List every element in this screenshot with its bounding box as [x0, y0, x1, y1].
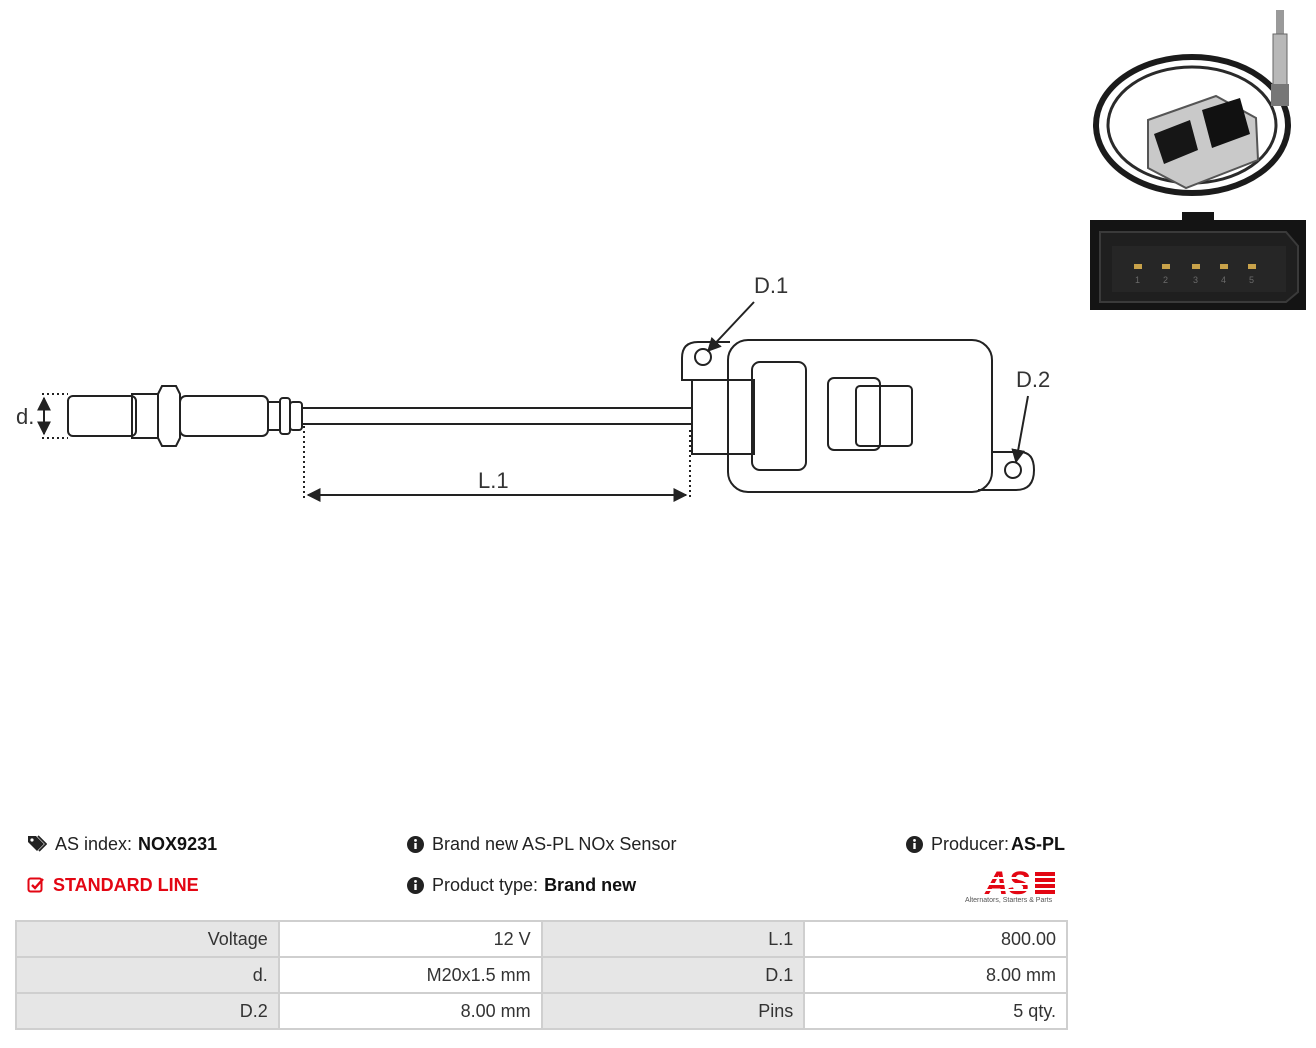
as-pl-logo: AS Alternators, Starters & Parts: [965, 865, 1069, 906]
dim-label-d1: D.1: [754, 273, 788, 298]
check-square-icon: [27, 877, 44, 893]
dim-label-d2: D.2: [1016, 367, 1050, 392]
product-type-value: Brand new: [544, 875, 637, 895]
pin-number-2: 2: [1163, 275, 1168, 285]
spec-key: D.2: [15, 992, 280, 1030]
logo-subtitle: Alternators, Starters & Parts: [965, 897, 1053, 904]
dim-label-d: d.: [16, 404, 34, 429]
as-index-label: AS index:: [55, 834, 133, 854]
dim-label-l1: L.1: [478, 468, 509, 493]
spec-key: Pins: [540, 992, 806, 1030]
spec-key: Voltage: [15, 920, 280, 958]
spec-value: 800.00: [803, 920, 1068, 958]
product-photo: 1 2 3 4 5: [1090, 0, 1306, 310]
svg-text:AS: AS: [984, 866, 1030, 898]
as-index-value: NOX9231: [138, 834, 218, 854]
producer-value: AS-PL: [1011, 834, 1066, 854]
spec-value: 5 qty.: [803, 992, 1068, 1030]
info-icon: [407, 876, 424, 894]
standard-line-row: STANDARD LINE: [27, 874, 199, 896]
info-icon: [906, 835, 923, 853]
description-row: Brand new AS-PL NOx Sensor: [407, 833, 676, 855]
table-row: D.2 8.00 mm Pins 5 qty.: [15, 992, 1068, 1030]
standard-line-label: STANDARD LINE: [53, 875, 199, 895]
spec-value: 8.00 mm: [277, 992, 543, 1030]
spec-value: 8.00 mm: [803, 956, 1068, 994]
product-type-label: Product type:: [432, 875, 539, 895]
table-row: d. M20x1.5 mm D.1 8.00 mm: [15, 956, 1068, 994]
spec-value: 12 V: [277, 920, 543, 958]
spec-key: L.1: [540, 920, 806, 958]
table-row: Voltage 12 V L.1 800.00: [15, 920, 1068, 958]
pin-number-5: 5: [1249, 275, 1254, 285]
as-logo-mark: AS: [983, 865, 1055, 901]
spec-value: M20x1.5 mm: [277, 956, 543, 994]
info-icon: [407, 835, 424, 853]
pin-number-1: 1: [1135, 275, 1140, 285]
producer-row: Producer: AS-PL: [906, 833, 1065, 855]
as-index-row: AS index: NOX9231: [27, 833, 217, 855]
product-description: Brand new AS-PL NOx Sensor: [432, 834, 677, 854]
spec-key: d.: [15, 956, 280, 994]
product-type-row: Product type: Brand new: [407, 874, 636, 896]
pin-number-3: 3: [1193, 275, 1198, 285]
producer-label: Producer:: [931, 834, 1010, 854]
technical-drawing: d. L.1 D.1 D.2: [16, 273, 1050, 502]
spec-table: Voltage 12 V L.1 800.00 d. M20x1.5 mm D.…: [15, 920, 1068, 1030]
pin-number-4: 4: [1221, 275, 1226, 285]
tags-icon: [28, 835, 47, 852]
spec-key: D.1: [540, 956, 806, 994]
